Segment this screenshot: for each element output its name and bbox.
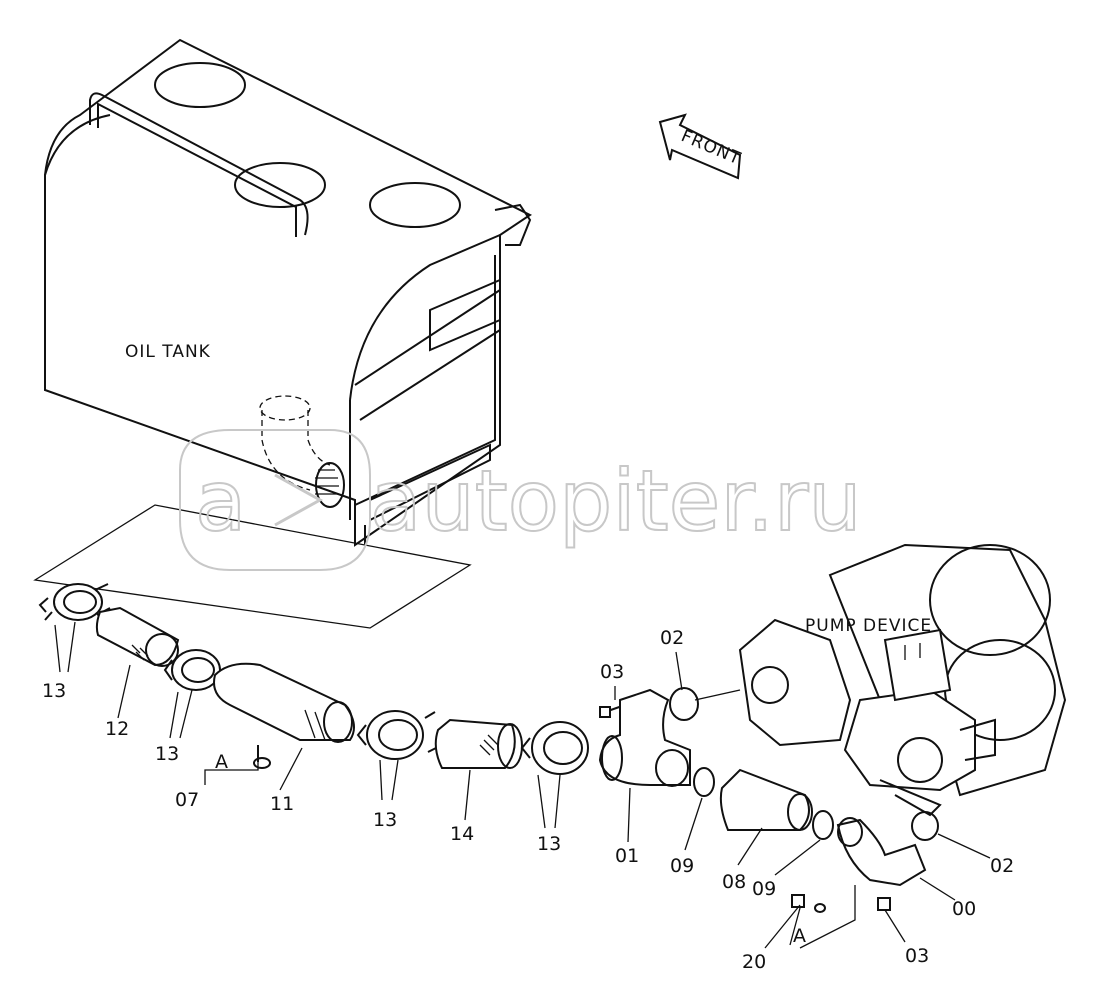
callout-03-top: 03 [600, 661, 624, 683]
clamp-13-right [531, 721, 589, 775]
leader-lines [54, 621, 991, 949]
callout-08: 08 [722, 871, 746, 893]
elbow-00 [836, 818, 927, 887]
callout-a-right: A [793, 925, 806, 947]
callout-a-left: A [215, 751, 228, 773]
callout-03-bottom: 03 [905, 945, 929, 967]
oring-09-a [693, 767, 715, 797]
elbow-01 [598, 688, 691, 786]
callout-20: 20 [742, 951, 766, 973]
front-arrow: FRONT [658, 113, 744, 180]
callout-13-mid: 13 [155, 743, 179, 765]
callout-00: 00 [952, 898, 976, 920]
hose-12 [95, 606, 180, 667]
oil-tank [33, 38, 532, 629]
callout-11: 11 [270, 793, 294, 815]
oil-tank-label: OIL TANK [125, 342, 211, 362]
pump-device-label: PUMP DEVICE [805, 616, 932, 636]
clamp-13-mid [171, 649, 221, 691]
callout-02-right: 02 [990, 855, 1014, 877]
callout-13-right: 13 [537, 833, 561, 855]
pump-device [738, 543, 1067, 817]
pipe-08 [719, 768, 810, 831]
clamp-13-center [366, 710, 424, 760]
callout-09-a: 09 [670, 855, 694, 877]
callout-14: 14 [450, 823, 474, 845]
callout-13-left: 13 [42, 680, 66, 702]
callout-09-b: 09 [752, 878, 776, 900]
callout-02-top: 02 [660, 627, 684, 649]
callout-12: 12 [105, 718, 129, 740]
hose-14 [434, 718, 516, 769]
hose-assembly [38, 583, 939, 913]
callout-07: 07 [175, 789, 199, 811]
callout-13-center: 13 [373, 809, 397, 831]
watermark-text: autopiter.ru [370, 452, 862, 550]
hose-11 [213, 662, 355, 741]
oring-02-top [669, 687, 699, 721]
svg-text:a: a [195, 452, 246, 550]
callout-01: 01 [615, 845, 639, 867]
oring-09-b [812, 810, 834, 840]
watermark: a autopiter.ru [179, 429, 863, 571]
oring-02-right [911, 811, 939, 841]
